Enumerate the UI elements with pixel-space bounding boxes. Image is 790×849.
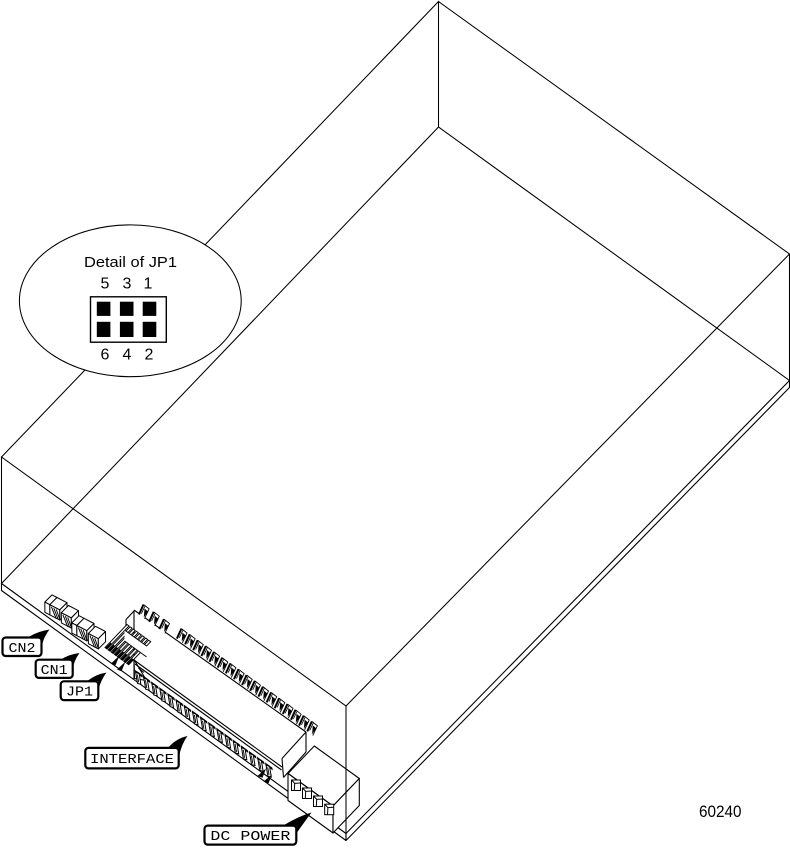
svg-text:Detail of JP1: Detail of JP1 xyxy=(84,254,177,271)
svg-text:6: 6 xyxy=(101,347,110,364)
svg-text:INTERFACE: INTERFACE xyxy=(90,752,174,768)
svg-text:JP1: JP1 xyxy=(66,685,93,701)
svg-text:5: 5 xyxy=(101,276,110,293)
svg-text:4: 4 xyxy=(123,347,132,364)
svg-text:3: 3 xyxy=(123,276,132,293)
svg-text:DC POWER: DC POWER xyxy=(210,829,291,845)
svg-text:CN2: CN2 xyxy=(9,641,36,657)
svg-text:2: 2 xyxy=(145,347,154,364)
svg-text:60240: 60240 xyxy=(699,802,742,821)
svg-text:1: 1 xyxy=(144,276,153,293)
svg-text:CN1: CN1 xyxy=(41,663,68,679)
